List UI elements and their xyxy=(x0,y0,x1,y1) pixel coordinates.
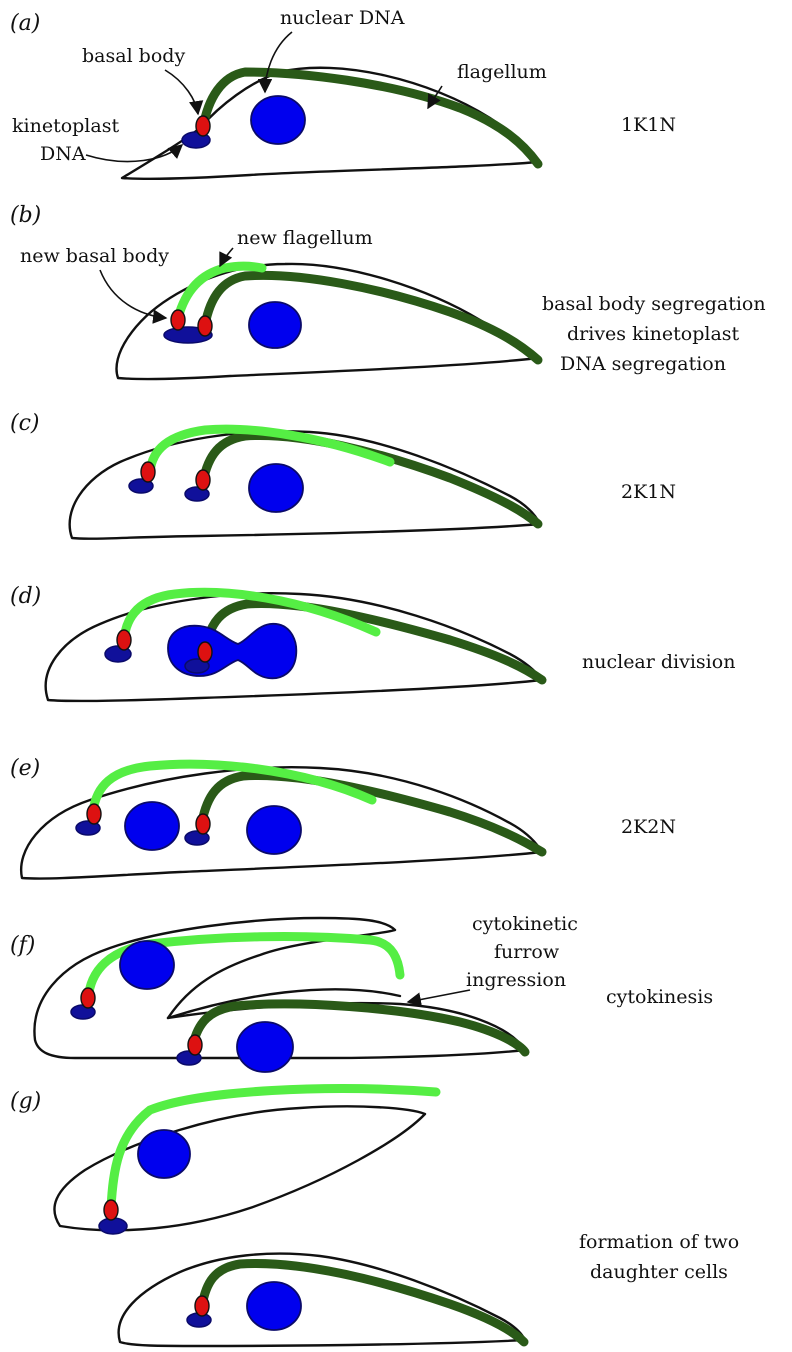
nucleus-2 xyxy=(237,1022,293,1072)
label-flagellum: flagellum xyxy=(457,61,547,83)
panel-letter-b: (b) xyxy=(10,203,41,228)
basal-body-upper xyxy=(104,1200,118,1220)
label-basal-body: basal body xyxy=(82,45,185,67)
panel-d: (d) nuclear division xyxy=(10,584,735,701)
nucleus-2 xyxy=(247,806,301,854)
nucleus xyxy=(251,96,305,144)
new-flagellum xyxy=(124,592,376,640)
label-new-basal-body: new basal body xyxy=(20,245,169,267)
basal-body-lower xyxy=(195,1296,209,1316)
label-furrow-line1: cytokinetic xyxy=(472,913,578,935)
cell-body xyxy=(122,68,538,179)
arrow-furrow xyxy=(408,990,470,1002)
panel-letter-f: (f) xyxy=(10,933,35,958)
basal-body-1 xyxy=(87,804,101,824)
nucleus-1 xyxy=(125,802,179,850)
panel-letter-g: (g) xyxy=(10,1089,41,1114)
label-nuclear-dna: nuclear DNA xyxy=(280,7,405,29)
basal-body-2 xyxy=(196,470,210,490)
panel-letter-d: (d) xyxy=(10,584,41,609)
basal-body-2 xyxy=(198,642,212,662)
panel-letter-e: (e) xyxy=(10,756,40,781)
panel-letter-c: (c) xyxy=(10,411,40,436)
arrow-nuclear-dna xyxy=(265,32,292,92)
basal-body xyxy=(196,116,210,136)
kinetoplast-dna-upper xyxy=(99,1218,127,1234)
arrow-new-basal-body xyxy=(100,270,166,318)
stage-label-g-line1: formation of two xyxy=(579,1231,739,1253)
label-new-flagellum: new flagellum xyxy=(237,227,373,249)
basal-body-2 xyxy=(188,1035,202,1055)
new-basal-body xyxy=(171,310,185,330)
label-furrow-line3: ingression xyxy=(466,969,566,991)
stage-label-g-line2: daughter cells xyxy=(590,1261,728,1283)
panel-g: (g) formation of two daughter cells xyxy=(10,1089,739,1346)
stage-label-b-line1: basal body segregation xyxy=(542,293,766,315)
label-dna: DNA xyxy=(40,143,86,165)
stage-label-f: cytokinesis xyxy=(606,986,713,1008)
old-basal-body xyxy=(198,316,212,336)
panel-e: (e) 2K2N xyxy=(10,756,676,879)
label-kinetoplast: kinetoplast xyxy=(12,115,119,137)
panel-b: (b) new flagellum new basal body basal b… xyxy=(10,203,766,379)
stage-label-a: 1K1N xyxy=(621,114,676,136)
stage-label-e: 2K2N xyxy=(621,816,676,838)
basal-body-1 xyxy=(81,988,95,1008)
arrow-kinetoplast-dna xyxy=(86,145,182,162)
nucleus-lower xyxy=(247,1282,301,1330)
nucleus-1 xyxy=(120,941,174,989)
nucleus-upper xyxy=(138,1130,190,1178)
panel-f: (f) cytokinetic furrow ingression cytoki… xyxy=(10,913,713,1072)
basal-body-1 xyxy=(141,462,155,482)
label-furrow-line2: furrow xyxy=(494,941,560,963)
basal-body-2 xyxy=(196,814,210,834)
arrow-basal-body xyxy=(165,70,198,114)
stage-label-c: 2K1N xyxy=(621,481,676,503)
panel-c: (c) 2K1N xyxy=(10,411,676,539)
panel-a: (a) basal body nuclear DNA flagellum kin… xyxy=(10,7,676,179)
stage-label-b-line2: drives kinetoplast xyxy=(567,323,740,345)
panel-letter-a: (a) xyxy=(10,11,40,36)
nucleus xyxy=(249,302,301,348)
nucleus xyxy=(249,464,303,512)
stage-label-b-line3: DNA segregation xyxy=(560,353,726,375)
basal-body-1 xyxy=(117,630,131,650)
stage-label-d: nuclear division xyxy=(582,651,735,673)
